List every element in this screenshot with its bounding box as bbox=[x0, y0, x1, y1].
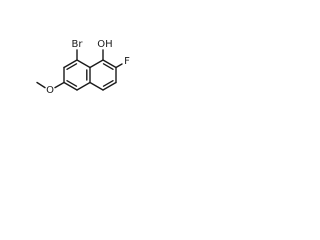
bond-c6-o bbox=[54, 81, 65, 89]
bond-o-ch3 bbox=[36, 81, 46, 89]
bond-c4-c4a bbox=[89, 81, 104, 91]
bond-c7-c8 bbox=[63, 59, 78, 69]
bond-c4a-c5 bbox=[76, 81, 91, 91]
bromine-label: Br bbox=[72, 39, 84, 50]
bond-c5-c6-inner bbox=[66, 79, 78, 87]
bond-c8a-c1 bbox=[89, 59, 104, 69]
hydroxyl-label: OH bbox=[97, 39, 112, 50]
bond-c1-c2-inner bbox=[102, 63, 114, 71]
fluorine-label: F bbox=[124, 56, 130, 67]
bond-c1-c2 bbox=[102, 59, 117, 69]
bond-c8-c8a bbox=[76, 59, 91, 69]
structure-diagram: Br OH F O bbox=[36, 39, 130, 96]
bond-c3-c4-inner bbox=[102, 79, 114, 87]
bond-c7-c8-inner bbox=[66, 63, 78, 71]
bond-c2-f bbox=[115, 63, 123, 69]
bond-c5-c6 bbox=[63, 81, 78, 91]
bond-c3-c4 bbox=[102, 81, 117, 91]
methoxy-oxygen-label: O bbox=[46, 85, 54, 96]
